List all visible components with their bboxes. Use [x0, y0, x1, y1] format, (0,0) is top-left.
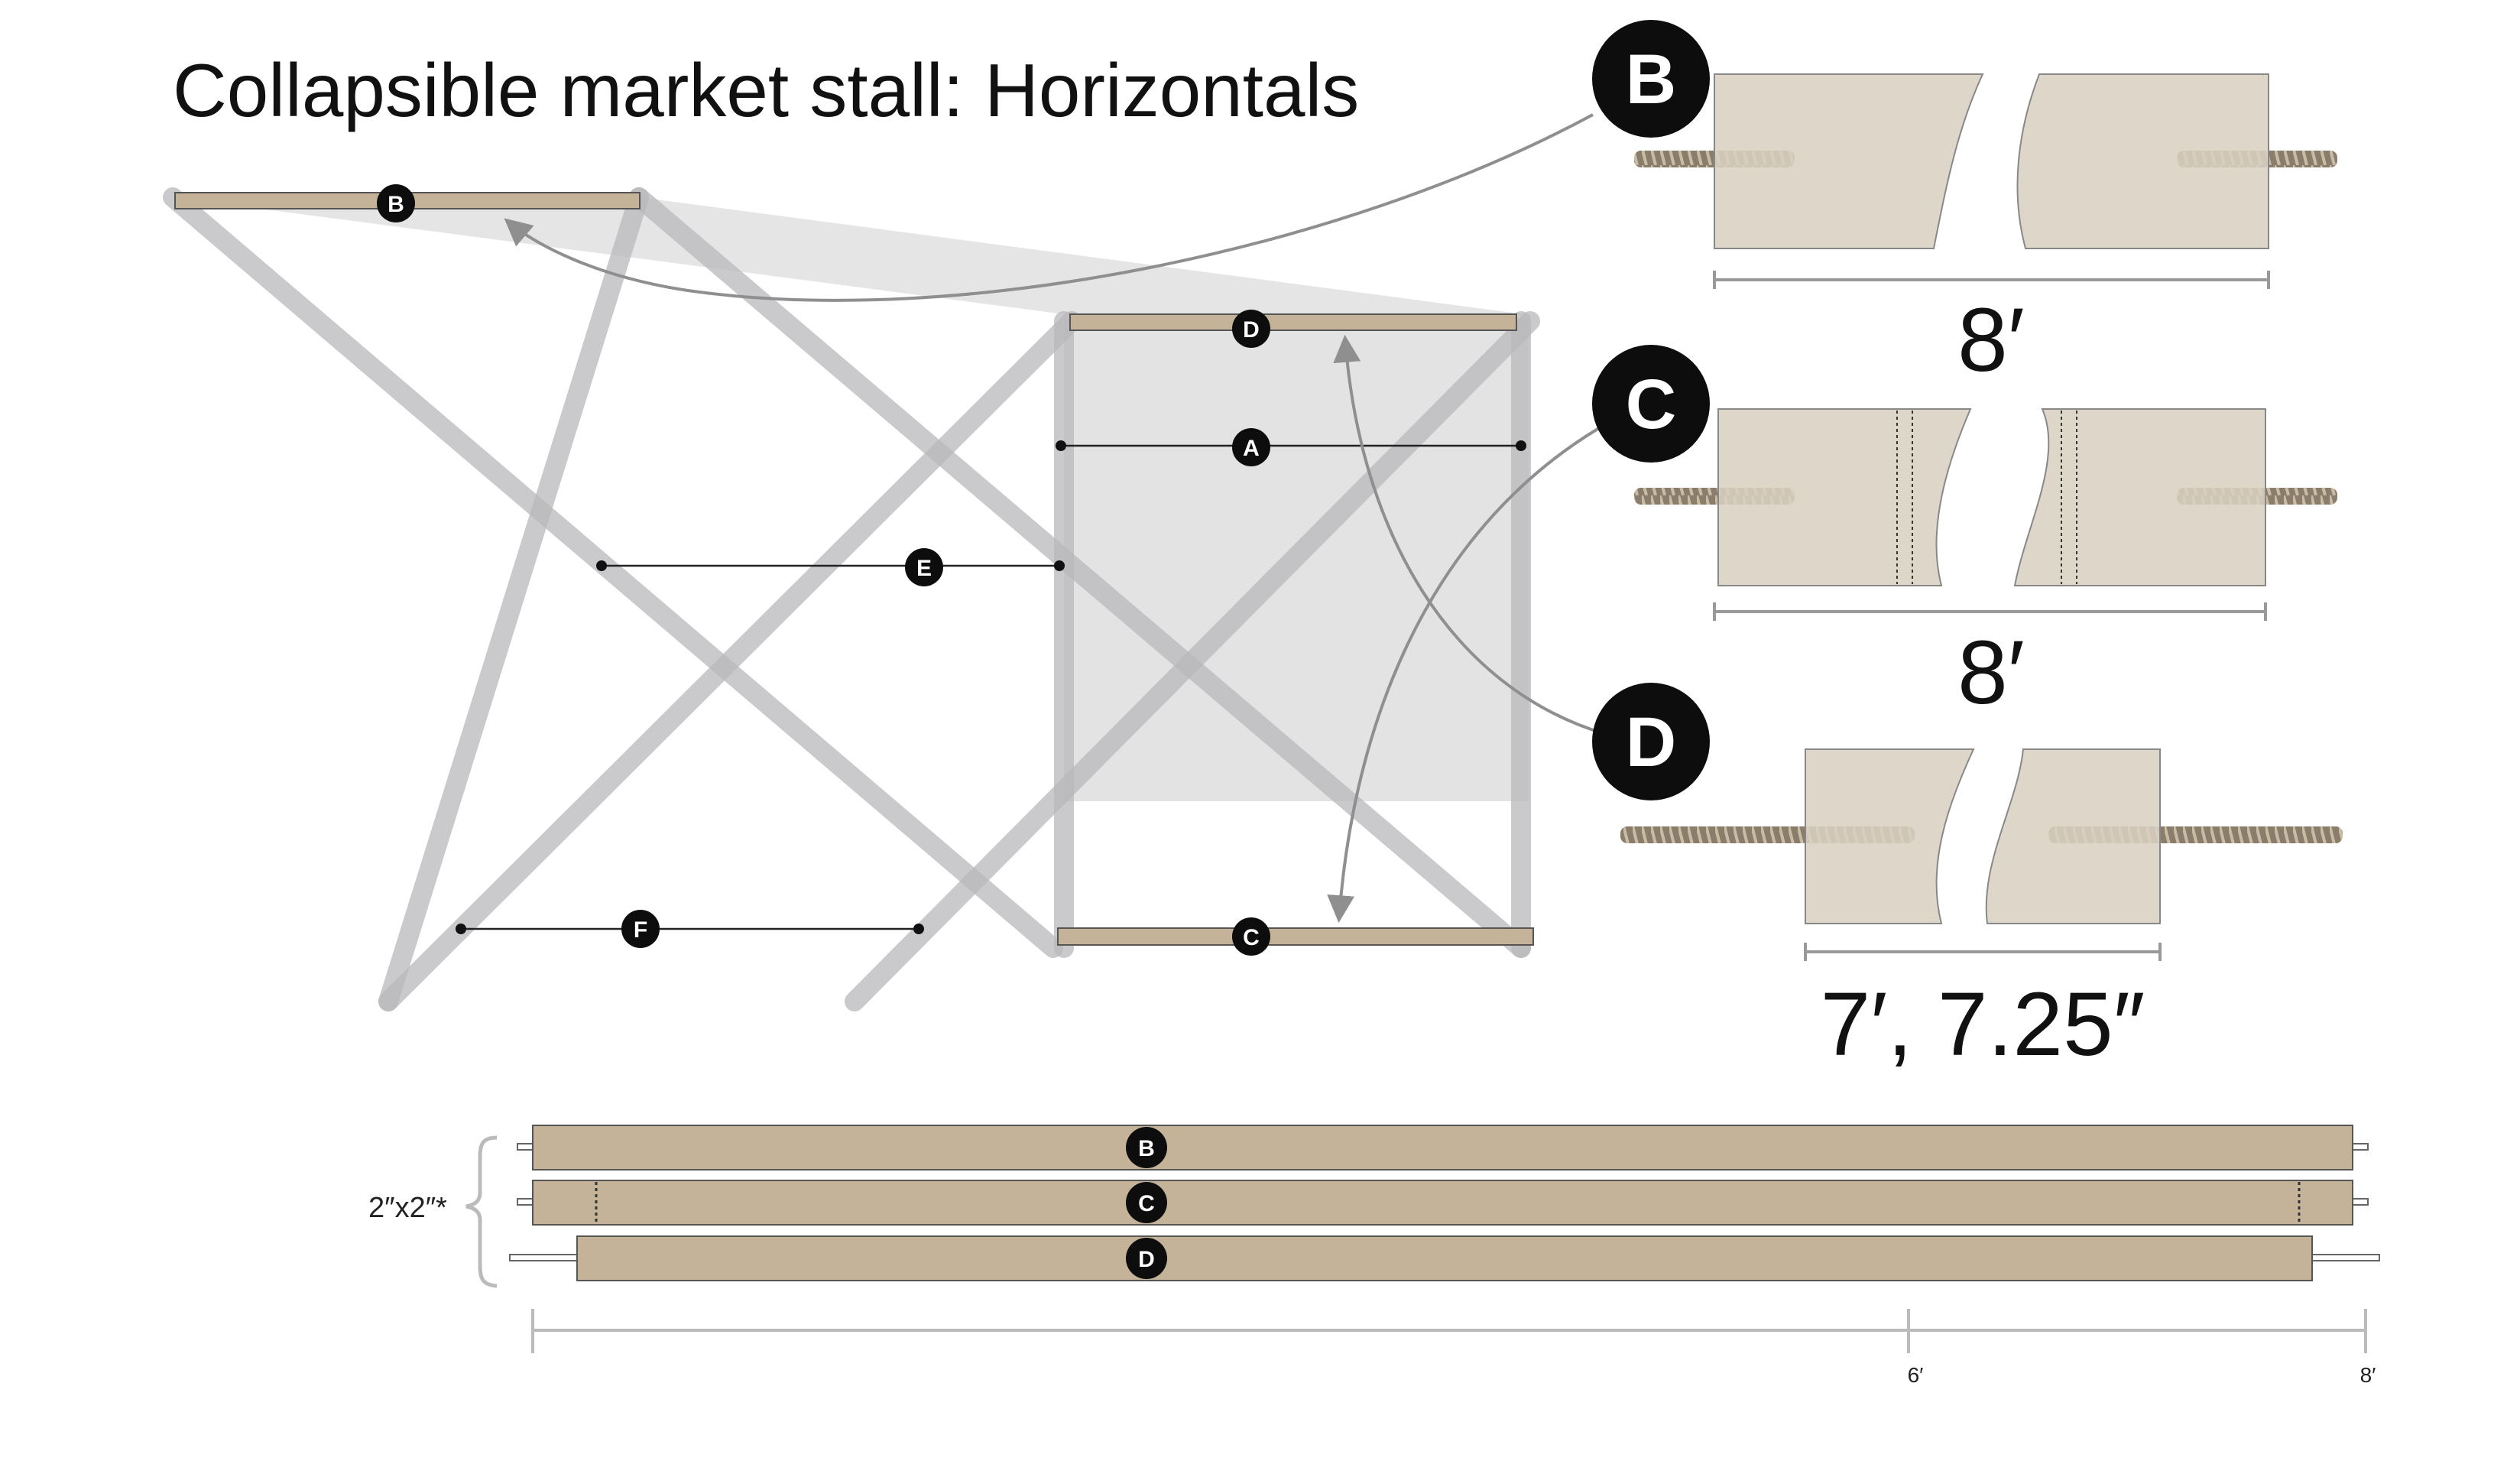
board-d — [576, 1235, 2313, 1281]
svg-text:C: C — [1243, 925, 1260, 950]
badge-c-large: C — [1592, 345, 1710, 463]
line-e-end-right — [1054, 560, 1065, 571]
line-a-end-left — [1056, 440, 1066, 451]
svg-text:D: D — [1243, 317, 1260, 343]
board-c-pin-right — [2352, 1198, 2369, 1206]
board-c-pin-left — [517, 1198, 534, 1206]
board-b — [532, 1125, 2353, 1170]
detail-d-dimension: 7′, 7.25″ — [1821, 974, 2145, 1075]
svg-text:B: B — [1626, 41, 1676, 119]
detail-b-block-right — [2016, 73, 2269, 249]
top-shade-plane — [173, 197, 1530, 315]
badge-e-scene: E — [905, 548, 943, 586]
badge-d-scene: D — [1232, 310, 1270, 348]
detail-c-block-right — [2013, 408, 2266, 586]
svg-text:B: B — [388, 192, 404, 217]
detail-b-block-left — [1714, 73, 1984, 249]
board-d-rod-right — [2311, 1254, 2380, 1261]
arrow-b-callout — [504, 113, 1594, 302]
svg-text:A: A — [1243, 436, 1260, 461]
lumber-size-label: 2″x2″* — [368, 1192, 447, 1224]
svg-text:E: E — [916, 556, 932, 581]
detail-c: 8′ C — [1592, 345, 2337, 723]
badge-f-scene: F — [621, 910, 660, 948]
svg-text:B: B — [1138, 1136, 1155, 1161]
lumber-brace — [465, 1135, 498, 1288]
svg-text:F: F — [634, 917, 647, 943]
board-c — [532, 1180, 2353, 1226]
leg-front-left-1 — [378, 311, 1082, 1011]
badge-b-board: B — [1126, 1127, 1167, 1168]
detail-d: 7′, 7.25″ D — [1592, 683, 2343, 1075]
arrow-c-callout — [1327, 427, 1601, 924]
svg-text:D: D — [1626, 703, 1676, 781]
board-d-rod-left — [509, 1254, 578, 1261]
lumber-scale-label-6ft: 6′ — [1908, 1363, 1924, 1387]
leg-back-right — [629, 187, 1531, 958]
badge-a-scene: A — [1232, 428, 1270, 466]
badge-c-scene: C — [1232, 917, 1270, 956]
lumber-scale-label-8ft: 8′ — [2360, 1363, 2376, 1387]
detail-c-block-left — [1717, 408, 1972, 586]
svg-text:D: D — [1138, 1247, 1155, 1272]
badge-b-large: B — [1592, 20, 1710, 138]
badge-b-scene: B — [377, 184, 415, 222]
line-a-end-right — [1516, 440, 1526, 451]
beam-c-scene — [1057, 927, 1534, 946]
leg-back-left-1 — [163, 187, 1063, 958]
stall-frame: B D A E C F — [163, 184, 1540, 1011]
lumber-list: 2″x2″* B C D — [368, 1125, 2380, 1387]
board-b-pin-left — [517, 1143, 534, 1151]
beam-d-scene — [1069, 313, 1517, 331]
detail-d-block-right — [1985, 748, 2161, 924]
board-b-pin-right — [2352, 1143, 2369, 1151]
badge-d-large: D — [1592, 683, 1710, 800]
page-title: Collapsible market stall: Horizontals — [173, 48, 1359, 132]
svg-text:C: C — [1138, 1191, 1155, 1216]
detail-c-dimension: 8′ — [1957, 622, 2025, 723]
leg-back-left-2 — [378, 187, 649, 1011]
line-f-end-right — [913, 924, 924, 934]
arrow-d-callout — [1333, 334, 1606, 735]
detail-d-block-left — [1805, 748, 1975, 924]
line-f-end-left — [456, 924, 466, 934]
badge-c-board: C — [1126, 1182, 1167, 1223]
line-e-end-left — [596, 560, 607, 571]
detail-b: 8′ B — [1592, 20, 2337, 391]
badge-d-board: D — [1126, 1238, 1167, 1279]
detail-b-dimension: 8′ — [1957, 290, 2025, 391]
svg-text:C: C — [1626, 365, 1676, 443]
